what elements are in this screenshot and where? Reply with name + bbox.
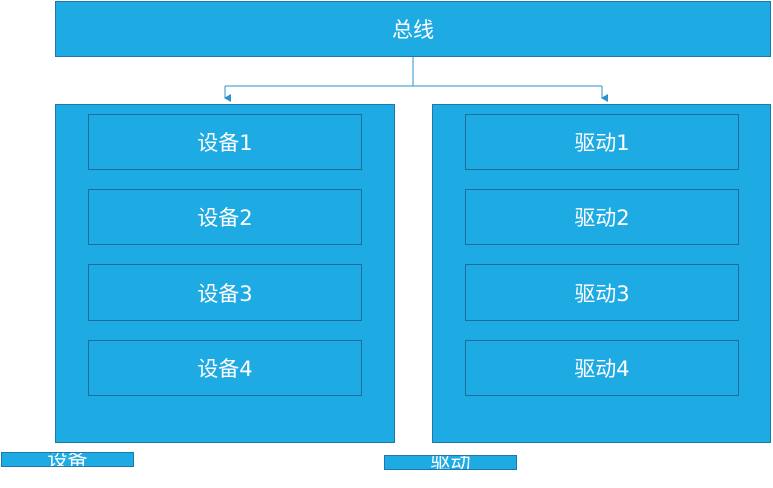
devices-legend-text: 设备 [47, 452, 88, 467]
devices-legend-label: 设备 [1, 452, 134, 467]
device-item-label: 设备4 [197, 357, 253, 381]
device-item-2: 设备2 [88, 189, 362, 245]
device-item-1: 设备1 [88, 114, 362, 170]
driver-item-label: 驱动1 [574, 131, 630, 155]
bus-label: 总线 [392, 18, 434, 42]
driver-item-label: 驱动2 [574, 206, 630, 230]
device-item-label: 设备2 [197, 206, 253, 230]
device-item-label: 设备1 [197, 131, 253, 155]
driver-item-3: 驱动3 [465, 264, 739, 321]
drivers-legend-label: 驱动 [384, 455, 517, 470]
driver-item-label: 驱动4 [574, 357, 630, 381]
driver-item-4: 驱动4 [465, 340, 739, 396]
device-item-label: 设备3 [197, 281, 253, 306]
drivers-legend-text: 驱动 [430, 455, 471, 470]
driver-item-2: 驱动2 [465, 189, 739, 245]
driver-item-label: 驱动3 [574, 281, 630, 306]
device-item-4: 设备4 [88, 340, 362, 396]
driver-item-1: 驱动1 [465, 114, 739, 170]
bus-box: 总线 [55, 1, 771, 57]
device-item-3: 设备3 [88, 264, 362, 321]
